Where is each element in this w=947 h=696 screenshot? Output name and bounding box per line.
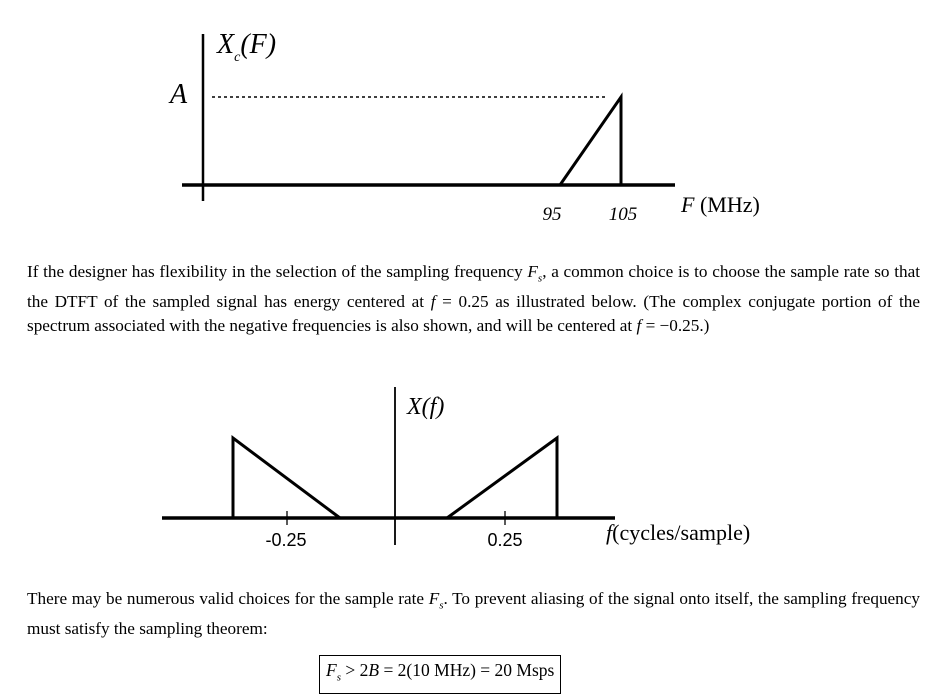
fig1-tick-label-95: 95: [543, 204, 562, 225]
figure-continuous-spectrum: Xc(F) A 95 105 F (MHz): [168, 29, 760, 225]
fig2-negative-triangle: [231, 435, 341, 520]
paragraph-sampling-theorem: There may be numerous valid choices for …: [27, 589, 920, 639]
fig1-amplitude-label: A: [168, 79, 188, 110]
paragraph-sampling-choice: If the designer has flexibility in the s…: [27, 262, 920, 336]
fig2-ylabel: X(f): [406, 394, 444, 420]
fig2-xlabel: f(cycles/sample): [606, 520, 750, 545]
fig2-tick-label-pos: 0.25: [487, 530, 522, 550]
sampling-theorem-equation: Fs > 2B = 2(10 MHz) = 20 Msps: [319, 655, 562, 694]
fig1-xlabel: F (MHz): [680, 192, 760, 217]
fig2-tick-label-neg: -0.25: [265, 530, 306, 550]
figure-dtft-spectrum: X(f) -0.25 0.25 f(cycles/sample): [162, 387, 750, 550]
fig1-spectrum-triangle: [558, 92, 623, 186]
fig1-ylabel: Xc(F): [216, 29, 276, 65]
fig2-positive-triangle: [446, 435, 559, 520]
fig1-tick-label-105: 105: [609, 204, 638, 225]
